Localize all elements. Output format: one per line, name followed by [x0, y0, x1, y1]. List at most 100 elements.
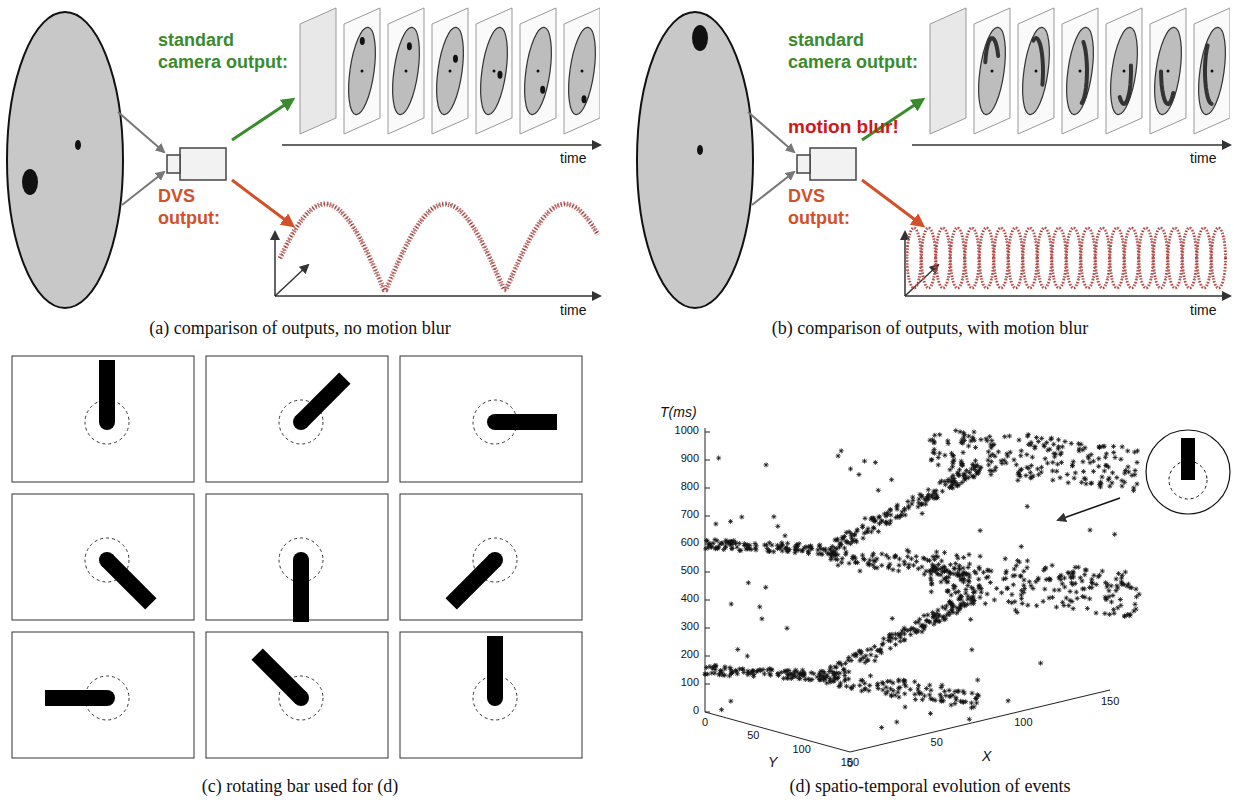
event-point	[972, 467, 977, 472]
event-point	[876, 488, 881, 493]
event-point	[1012, 457, 1017, 462]
event-point	[849, 686, 854, 691]
event-point	[1017, 438, 1022, 443]
event-point	[1005, 586, 1010, 591]
event-trace	[1038, 228, 1052, 288]
frame-center	[991, 70, 994, 73]
event-point	[860, 525, 865, 530]
video-frame	[476, 8, 512, 134]
event-point	[1132, 472, 1137, 477]
event-point	[870, 515, 875, 520]
frame-center	[1123, 70, 1126, 73]
camera-lens	[797, 155, 810, 173]
event-point	[1084, 481, 1089, 486]
event-trace	[1197, 228, 1211, 288]
event-point	[1079, 480, 1084, 485]
tick-label: 700	[655, 508, 699, 521]
event-point	[866, 688, 871, 693]
event-trace	[1081, 228, 1095, 288]
event-point	[828, 546, 833, 551]
event-point	[1076, 441, 1081, 446]
event-point	[871, 525, 876, 530]
event-point	[983, 601, 988, 606]
frame-center	[361, 70, 364, 73]
event-point	[728, 699, 733, 704]
event-point	[730, 670, 735, 675]
frame-disc	[1018, 26, 1054, 116]
video-frame	[520, 8, 556, 134]
event-point	[929, 589, 934, 594]
event-point	[1042, 442, 1047, 447]
event-point	[1115, 585, 1120, 590]
event-point	[950, 464, 955, 469]
event-point	[968, 617, 973, 622]
event-point	[704, 665, 709, 670]
event-point	[948, 571, 953, 576]
event-point	[1012, 599, 1017, 604]
event-point	[902, 637, 907, 642]
event-point	[1109, 480, 1114, 485]
event-point	[832, 676, 837, 681]
event-point	[1075, 596, 1080, 601]
event-point	[914, 627, 919, 632]
event-point	[925, 618, 930, 623]
event-point	[1015, 610, 1020, 615]
blur-streak	[1120, 65, 1131, 104]
blur-streak	[1161, 71, 1173, 104]
text-label: X	[982, 748, 1002, 765]
event-point	[1050, 460, 1055, 465]
event-point	[940, 566, 945, 571]
event-point	[1029, 463, 1034, 468]
event-point	[859, 649, 864, 654]
event-point	[1063, 439, 1068, 444]
event-point	[1082, 595, 1087, 600]
event-point	[950, 605, 955, 610]
event-point	[947, 570, 952, 575]
event-point	[1100, 474, 1105, 479]
event-point	[932, 491, 937, 496]
event-point	[990, 452, 995, 457]
event-point	[906, 562, 911, 567]
event-point	[978, 528, 983, 533]
event-point	[754, 669, 759, 674]
event-point	[1019, 448, 1024, 453]
event-point	[1088, 481, 1093, 486]
video-frame	[1062, 8, 1098, 134]
event-point	[912, 692, 917, 697]
event-point	[838, 542, 843, 547]
event-point	[960, 480, 965, 485]
panel-d	[703, 428, 1230, 752]
frame-disc	[1150, 26, 1186, 116]
event-trace	[1168, 228, 1182, 288]
event-point	[930, 495, 935, 500]
event-point	[917, 617, 922, 622]
event-point	[919, 502, 924, 507]
event-point	[901, 638, 906, 643]
event-point	[1098, 480, 1103, 485]
event-point	[941, 615, 946, 620]
event-point	[897, 685, 902, 690]
event-point	[803, 544, 808, 549]
event-point	[948, 562, 953, 567]
event-point	[1113, 455, 1118, 460]
event-point	[994, 586, 999, 591]
event-point	[888, 512, 893, 517]
tick-label: 0	[655, 704, 699, 717]
event-point	[1024, 452, 1029, 457]
event-point	[895, 690, 900, 695]
event-point	[785, 626, 790, 631]
event-point	[807, 677, 812, 682]
event-point	[909, 626, 914, 631]
event-point	[1062, 576, 1067, 581]
event-point	[763, 585, 768, 590]
event-point	[1104, 584, 1109, 589]
tick-label: 50	[922, 736, 952, 749]
event-trace	[951, 228, 965, 288]
event-trace	[1183, 228, 1197, 288]
event-point	[1089, 481, 1094, 486]
event-point	[860, 553, 865, 558]
event-point	[821, 675, 826, 680]
event-point	[712, 671, 717, 676]
tick-label: 300	[655, 620, 699, 633]
event-point	[1018, 573, 1023, 578]
